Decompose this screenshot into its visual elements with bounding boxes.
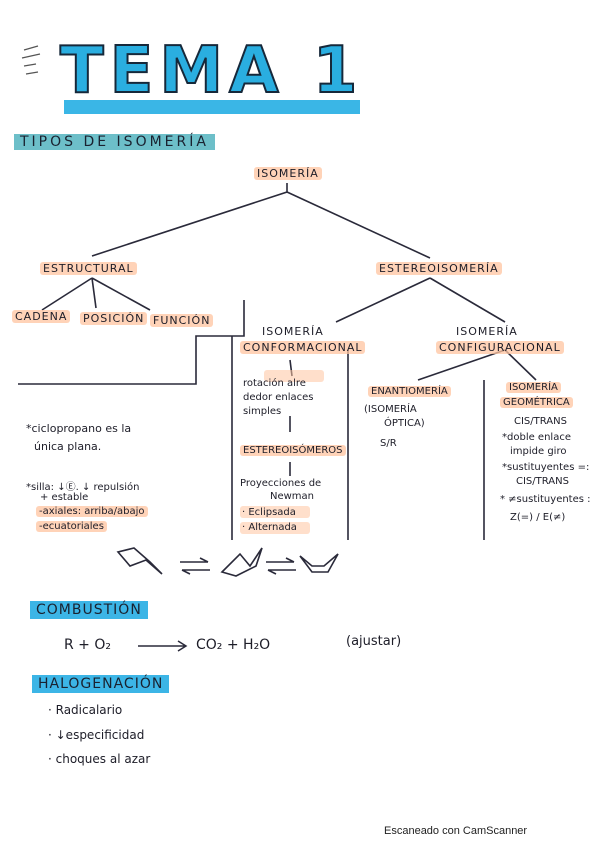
title-underline-highlight [64,100,360,114]
geometric-line-6: * ≠sustituyentes : [500,494,591,505]
conformational-note-1: rotación alre [243,378,306,389]
tree-leaf-funcion: FUNCIÓN [150,314,214,327]
tree-root-isomeria: ISOMERÍA [254,167,322,180]
equilibrium-arrows-1 [180,557,210,575]
geometric-line-4: *sustituyentes =: [502,462,590,473]
halogenation-item-2: · ↓especificidad [48,728,145,742]
tree-node-conformacional-line2: CONFORMACIONAL [240,341,366,354]
chair-conformation-drawing [116,547,163,575]
halogenation-heading: HALOGENACIÓN [32,675,170,693]
tree-node-estereoisomeria: ESTEREOISOMERÍA [376,262,502,275]
newman-eclipsed: · Eclipsada [242,507,296,518]
combustion-note: (ajustar) [346,634,402,649]
combustion-products: CO₂ + H₂O [196,637,271,653]
page-title: TEMA 1 [59,33,364,109]
tree-leaf-posicion: POSICIÓN [80,312,148,325]
boat-conformation-drawing [299,553,339,573]
conformational-note-3: simples [243,406,282,417]
enantiomer-line-3: S/R [380,438,397,449]
note-chair-1: *silla: ↓Ⓔ. ↓ repulsión [26,482,140,493]
tree-node-geometrica-line2: GEOMÉTRICA [500,397,573,408]
note-chair-2: + estable [40,492,89,503]
enantiomer-line-1: (ISOMERÍA [364,404,417,415]
note-chair-4: -ecuatoriales [36,521,107,532]
newman-projections-line1: Proyecciones de [240,478,322,489]
geometric-line-7: Z(=) / E(≠) [510,512,566,523]
scanner-watermark: Escaneado con CamScanner [384,825,528,837]
geometric-line-3: impide giro [510,446,567,457]
tree-node-geometrica-line1: ISOMERÍA [506,382,561,393]
tree-node-configuracional-line1: ISOMERÍA [456,325,518,338]
corner-stamp-doodle [18,44,46,84]
tree-node-conformacional-line1: ISOMERÍA [262,325,324,338]
tree-node-estereoisomeros: ESTEREOISÓMEROS [240,445,346,456]
equilibrium-arrows-2 [266,557,296,575]
section-heading-isomeria: TIPOS DE ISOMERÍA [14,134,215,150]
newman-projections-line2: Newman [270,491,315,502]
halogenation-item-1: · Radicalario [48,703,123,717]
tree-node-configuracional-line2: CONFIGURACIONAL [436,341,564,354]
conformational-note-2: dedor enlaces [243,392,314,403]
geometric-line-1: CIS/TRANS [514,416,567,427]
enantiomer-line-2: ÓPTICA) [384,418,425,429]
note-chair-3: -axiales: arriba/abajo [36,506,148,517]
newman-staggered: · Alternada [242,522,297,533]
combustion-reactants: R + O₂ [64,637,111,653]
tree-leaf-cadena: CADENA [12,310,71,323]
geometric-line-2: *doble enlace [502,432,571,443]
combustion-heading: COMBUSTIÓN [30,601,148,619]
geometric-line-5: CIS/TRANS [516,476,569,487]
halogenation-item-3: · choques al azar [48,752,151,766]
note-cyclopropane-2: única plana. [34,440,102,453]
twist-boat-drawing [220,547,263,577]
note-cyclopropane-1: *ciclopropano es la [26,422,132,435]
tree-node-enantiomeria: ENANTIOMERÍA [368,386,451,397]
tree-node-estructural: ESTRUCTURAL [40,262,137,275]
